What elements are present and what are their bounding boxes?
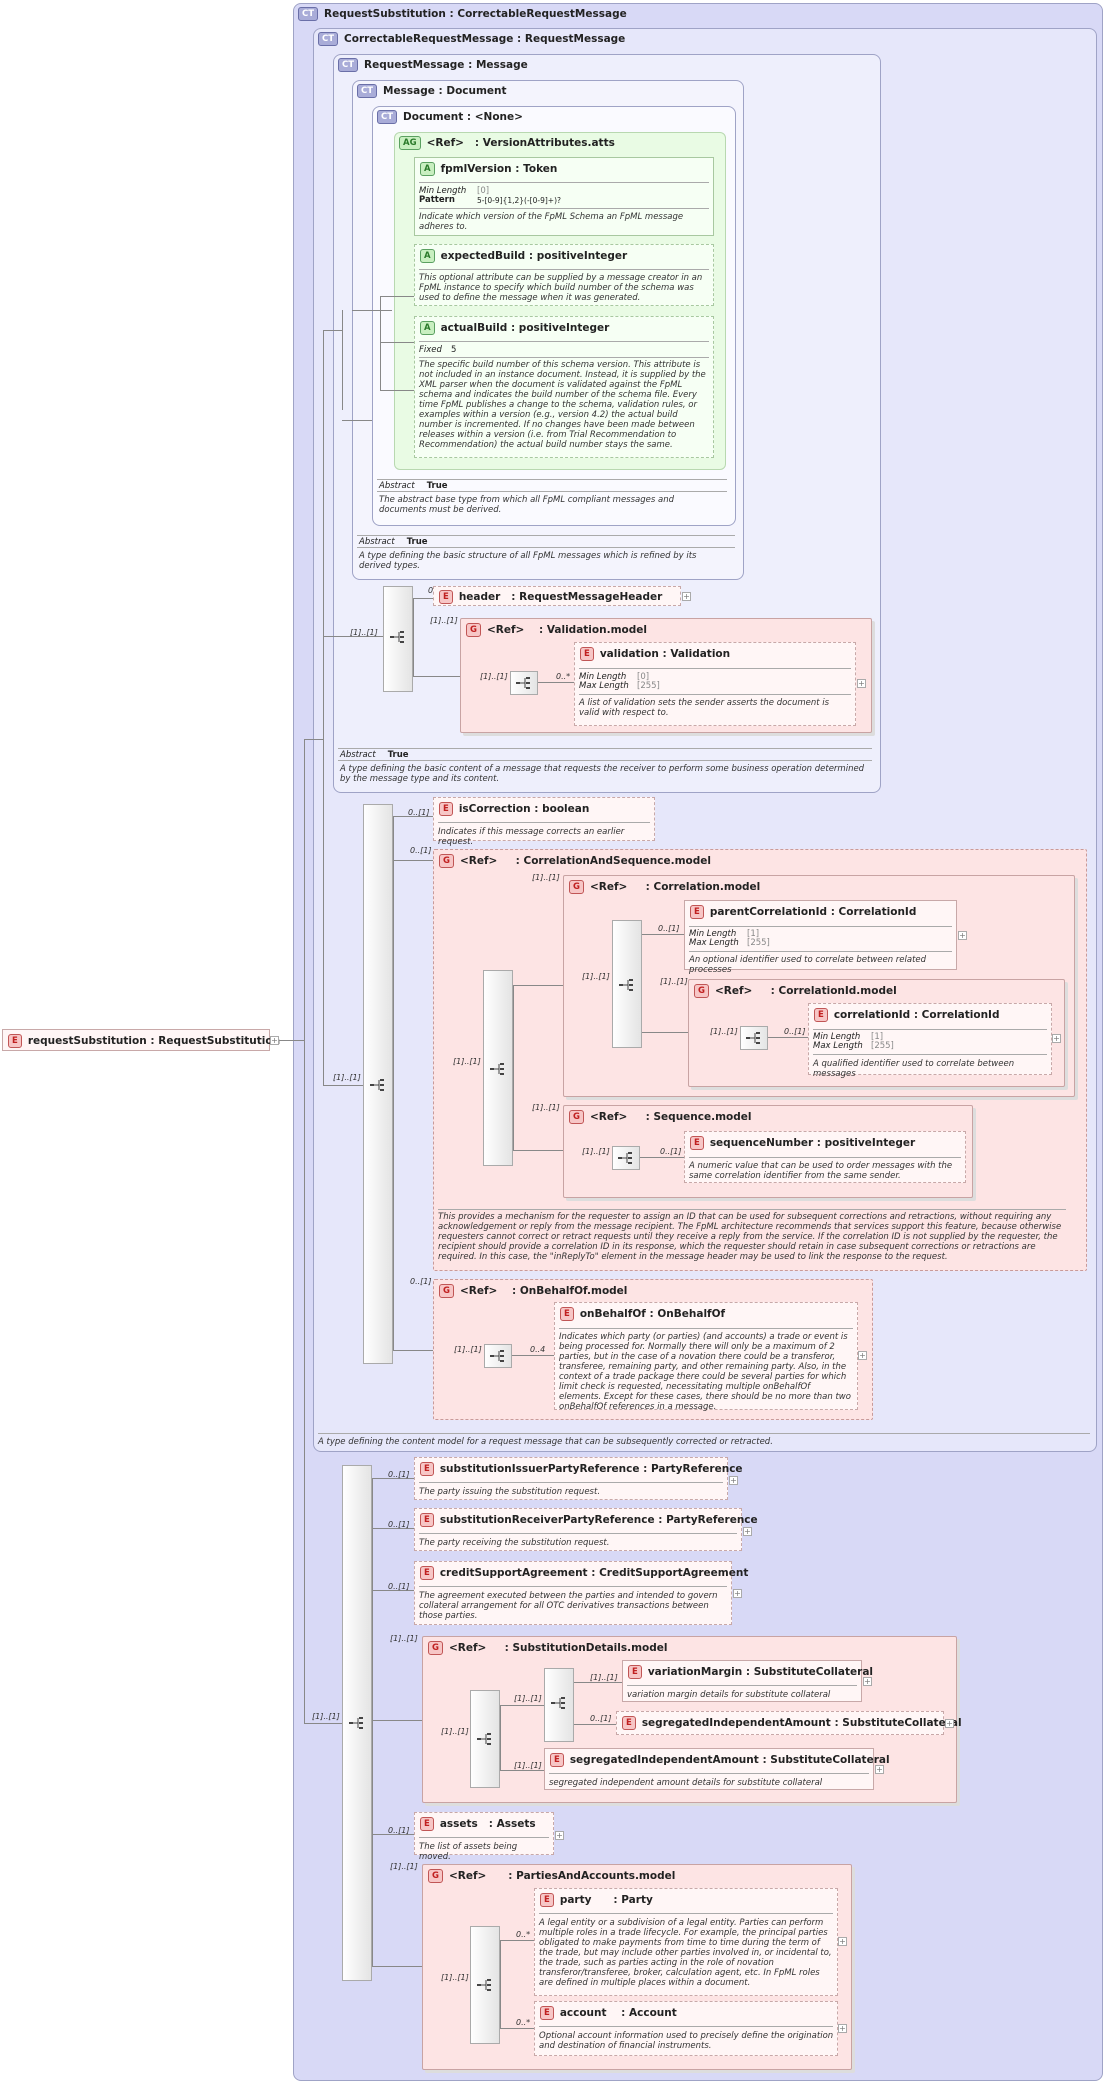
sequence-icon: [370, 1079, 384, 1091]
expand-root-button[interactable]: +: [270, 1036, 279, 1045]
sequence-compositor: [612, 920, 642, 1048]
sequence-compositor: [483, 970, 513, 1166]
ct-base: CorrectableRequestMessage: [457, 8, 627, 20]
expand-correlation-id-button[interactable]: +: [1052, 1034, 1061, 1043]
sequence-compositor: [363, 804, 393, 1364]
sequence-icon: [746, 1032, 760, 1044]
ct-doc: A type defining the basic content of a m…: [340, 764, 865, 784]
expand-segregated-amount-button[interactable]: +: [875, 1765, 884, 1774]
expand-assets-button[interactable]: +: [555, 1831, 564, 1840]
sequence-icon: [390, 631, 404, 643]
sequence-compositor: [383, 586, 413, 692]
expand-party-button[interactable]: +: [838, 1937, 847, 1946]
sequence-icon: [490, 1350, 504, 1362]
expand-account-button[interactable]: +: [838, 2024, 847, 2033]
sequence-icon: [490, 1063, 504, 1075]
ct-name: RequestSubstitution: [324, 8, 446, 20]
ct-badge: CT: [298, 7, 319, 21]
sequence-icon: [477, 1979, 491, 1991]
sequence-compositor: [544, 1668, 574, 1742]
expand-variation-margin-button[interactable]: +: [863, 1677, 872, 1686]
expand-substitution-issuer-button[interactable]: +: [729, 1476, 738, 1485]
expand-on-behalf-of-button[interactable]: +: [858, 1351, 867, 1360]
expand-substitution-receiver-button[interactable]: +: [743, 1527, 752, 1536]
ct-doc: A type defining the content model for a …: [318, 1437, 773, 1447]
expand-credit-support-agreement-button[interactable]: +: [733, 1589, 742, 1598]
ct-doc: A type defining the basic structure of a…: [359, 551, 697, 571]
expand-validation-button[interactable]: +: [857, 679, 866, 688]
expand-segregated-amount-optional-button[interactable]: +: [945, 1719, 954, 1728]
sequence-icon: [349, 1717, 363, 1729]
sequence-icon: [477, 1733, 491, 1745]
expand-header-button[interactable]: +: [682, 592, 691, 601]
sequence-icon: [551, 1697, 565, 1709]
sequence-icon: [619, 979, 633, 991]
ct-doc: The abstract base type from which all Fp…: [379, 495, 674, 515]
sequence-icon: [516, 677, 530, 689]
expand-parent-correlation-id-button[interactable]: +: [958, 931, 967, 940]
sequence-compositor: [510, 671, 538, 695]
sequence-icon: [618, 1152, 632, 1164]
